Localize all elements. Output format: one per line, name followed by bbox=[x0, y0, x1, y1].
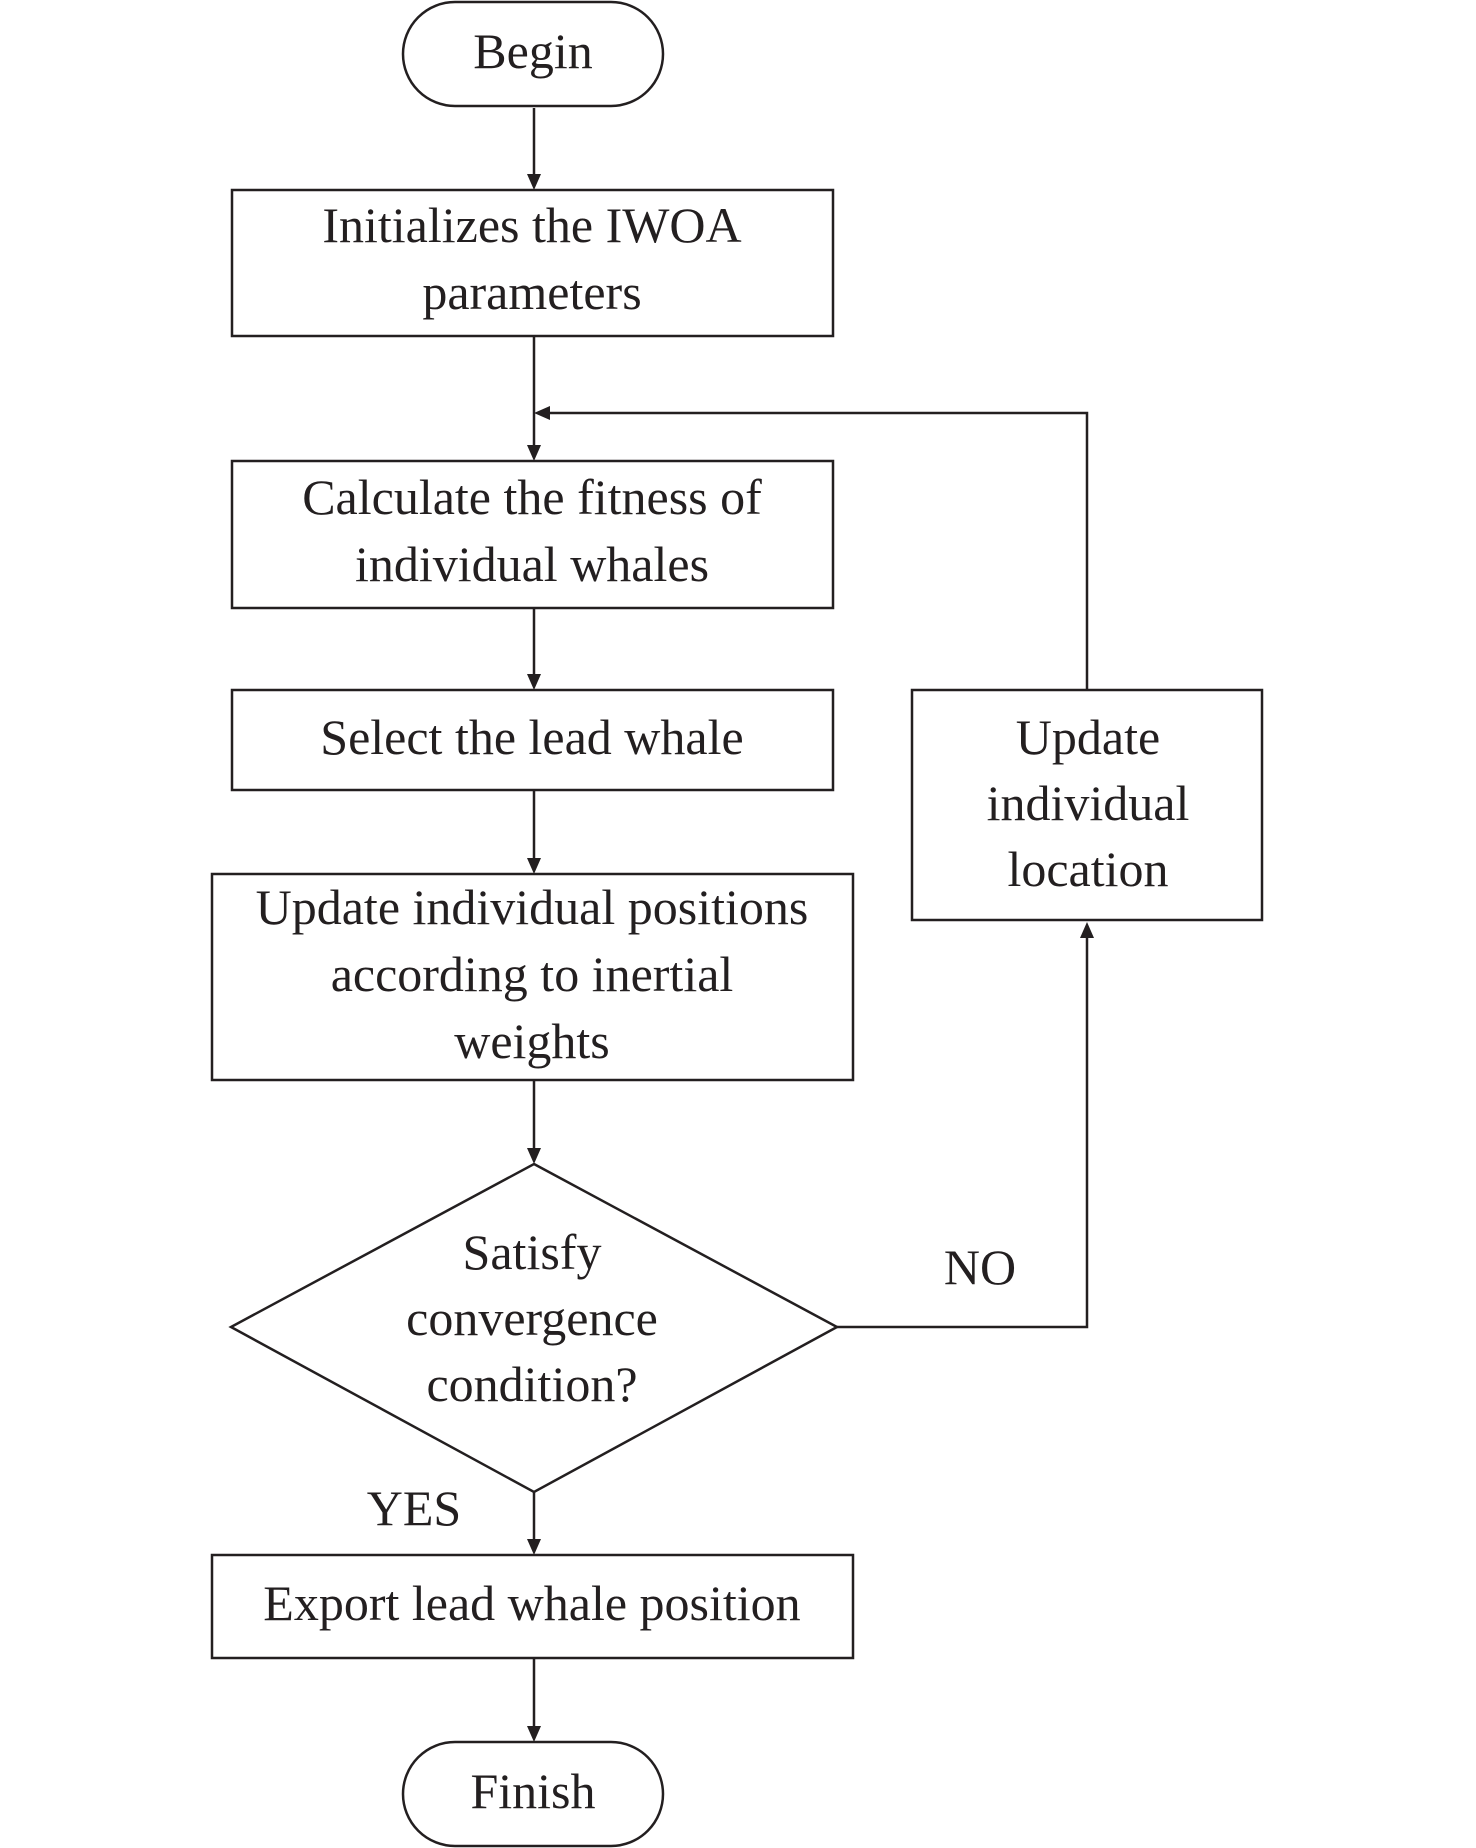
node-decision-label-line2: convergence bbox=[406, 1290, 658, 1346]
edge-fitness-to-select bbox=[527, 608, 541, 690]
edge-export-to-finish bbox=[527, 1658, 541, 1742]
edge-init-to-fitness bbox=[527, 336, 541, 461]
node-select-label: Select the lead whale bbox=[320, 709, 743, 765]
edge-label-no: NO bbox=[944, 1239, 1016, 1295]
node-decision-label-line3: condition? bbox=[426, 1356, 637, 1412]
edge-update-weights-to-decision bbox=[527, 1080, 541, 1164]
node-fitness-label-line1: Calculate the fitness of bbox=[302, 469, 762, 525]
edge-decision-to-update-location bbox=[837, 922, 1094, 1329]
node-update-location-label-line3: location bbox=[1007, 841, 1168, 897]
node-update-weights-label-line1: Update individual positions bbox=[256, 879, 809, 935]
edge-begin-to-init bbox=[527, 108, 541, 190]
node-init-label-line2: parameters bbox=[422, 264, 641, 320]
node-begin-label: Begin bbox=[473, 23, 592, 79]
node-init-label-line1: Initializes the IWOA bbox=[322, 197, 741, 253]
edge-select-to-update-weights bbox=[527, 790, 541, 874]
node-update-location-label-line2: individual bbox=[987, 775, 1190, 831]
node-finish-label: Finish bbox=[470, 1763, 595, 1819]
node-update-weights-label-line3: weights bbox=[454, 1013, 610, 1069]
node-begin: Begin bbox=[401, 0, 665, 108]
node-fitness-label-line2: individual whales bbox=[355, 536, 709, 592]
node-export: Export lead whale position bbox=[210, 1553, 855, 1660]
edge-update-location-loop-back bbox=[534, 406, 1089, 690]
node-update-weights: Update individual positions according to… bbox=[210, 872, 855, 1082]
node-fitness: Calculate the fitness of individual whal… bbox=[230, 459, 835, 610]
node-update-weights-label-line2: according to inertial bbox=[331, 946, 734, 1002]
edge-label-yes: YES bbox=[367, 1480, 461, 1536]
edges bbox=[527, 108, 1094, 1742]
node-export-label: Export lead whale position bbox=[263, 1575, 800, 1631]
node-init: Initializes the IWOA parameters bbox=[230, 188, 835, 338]
node-update-location: Update individual location bbox=[910, 688, 1264, 922]
edge-decision-to-export bbox=[527, 1492, 541, 1555]
node-decision: Satisfy convergence condition? bbox=[228, 1162, 840, 1494]
node-select: Select the lead whale bbox=[230, 688, 835, 792]
node-update-location-label-line1: Update bbox=[1016, 709, 1160, 765]
node-finish: Finish bbox=[401, 1740, 665, 1848]
node-decision-label-line1: Satisfy bbox=[463, 1224, 602, 1280]
